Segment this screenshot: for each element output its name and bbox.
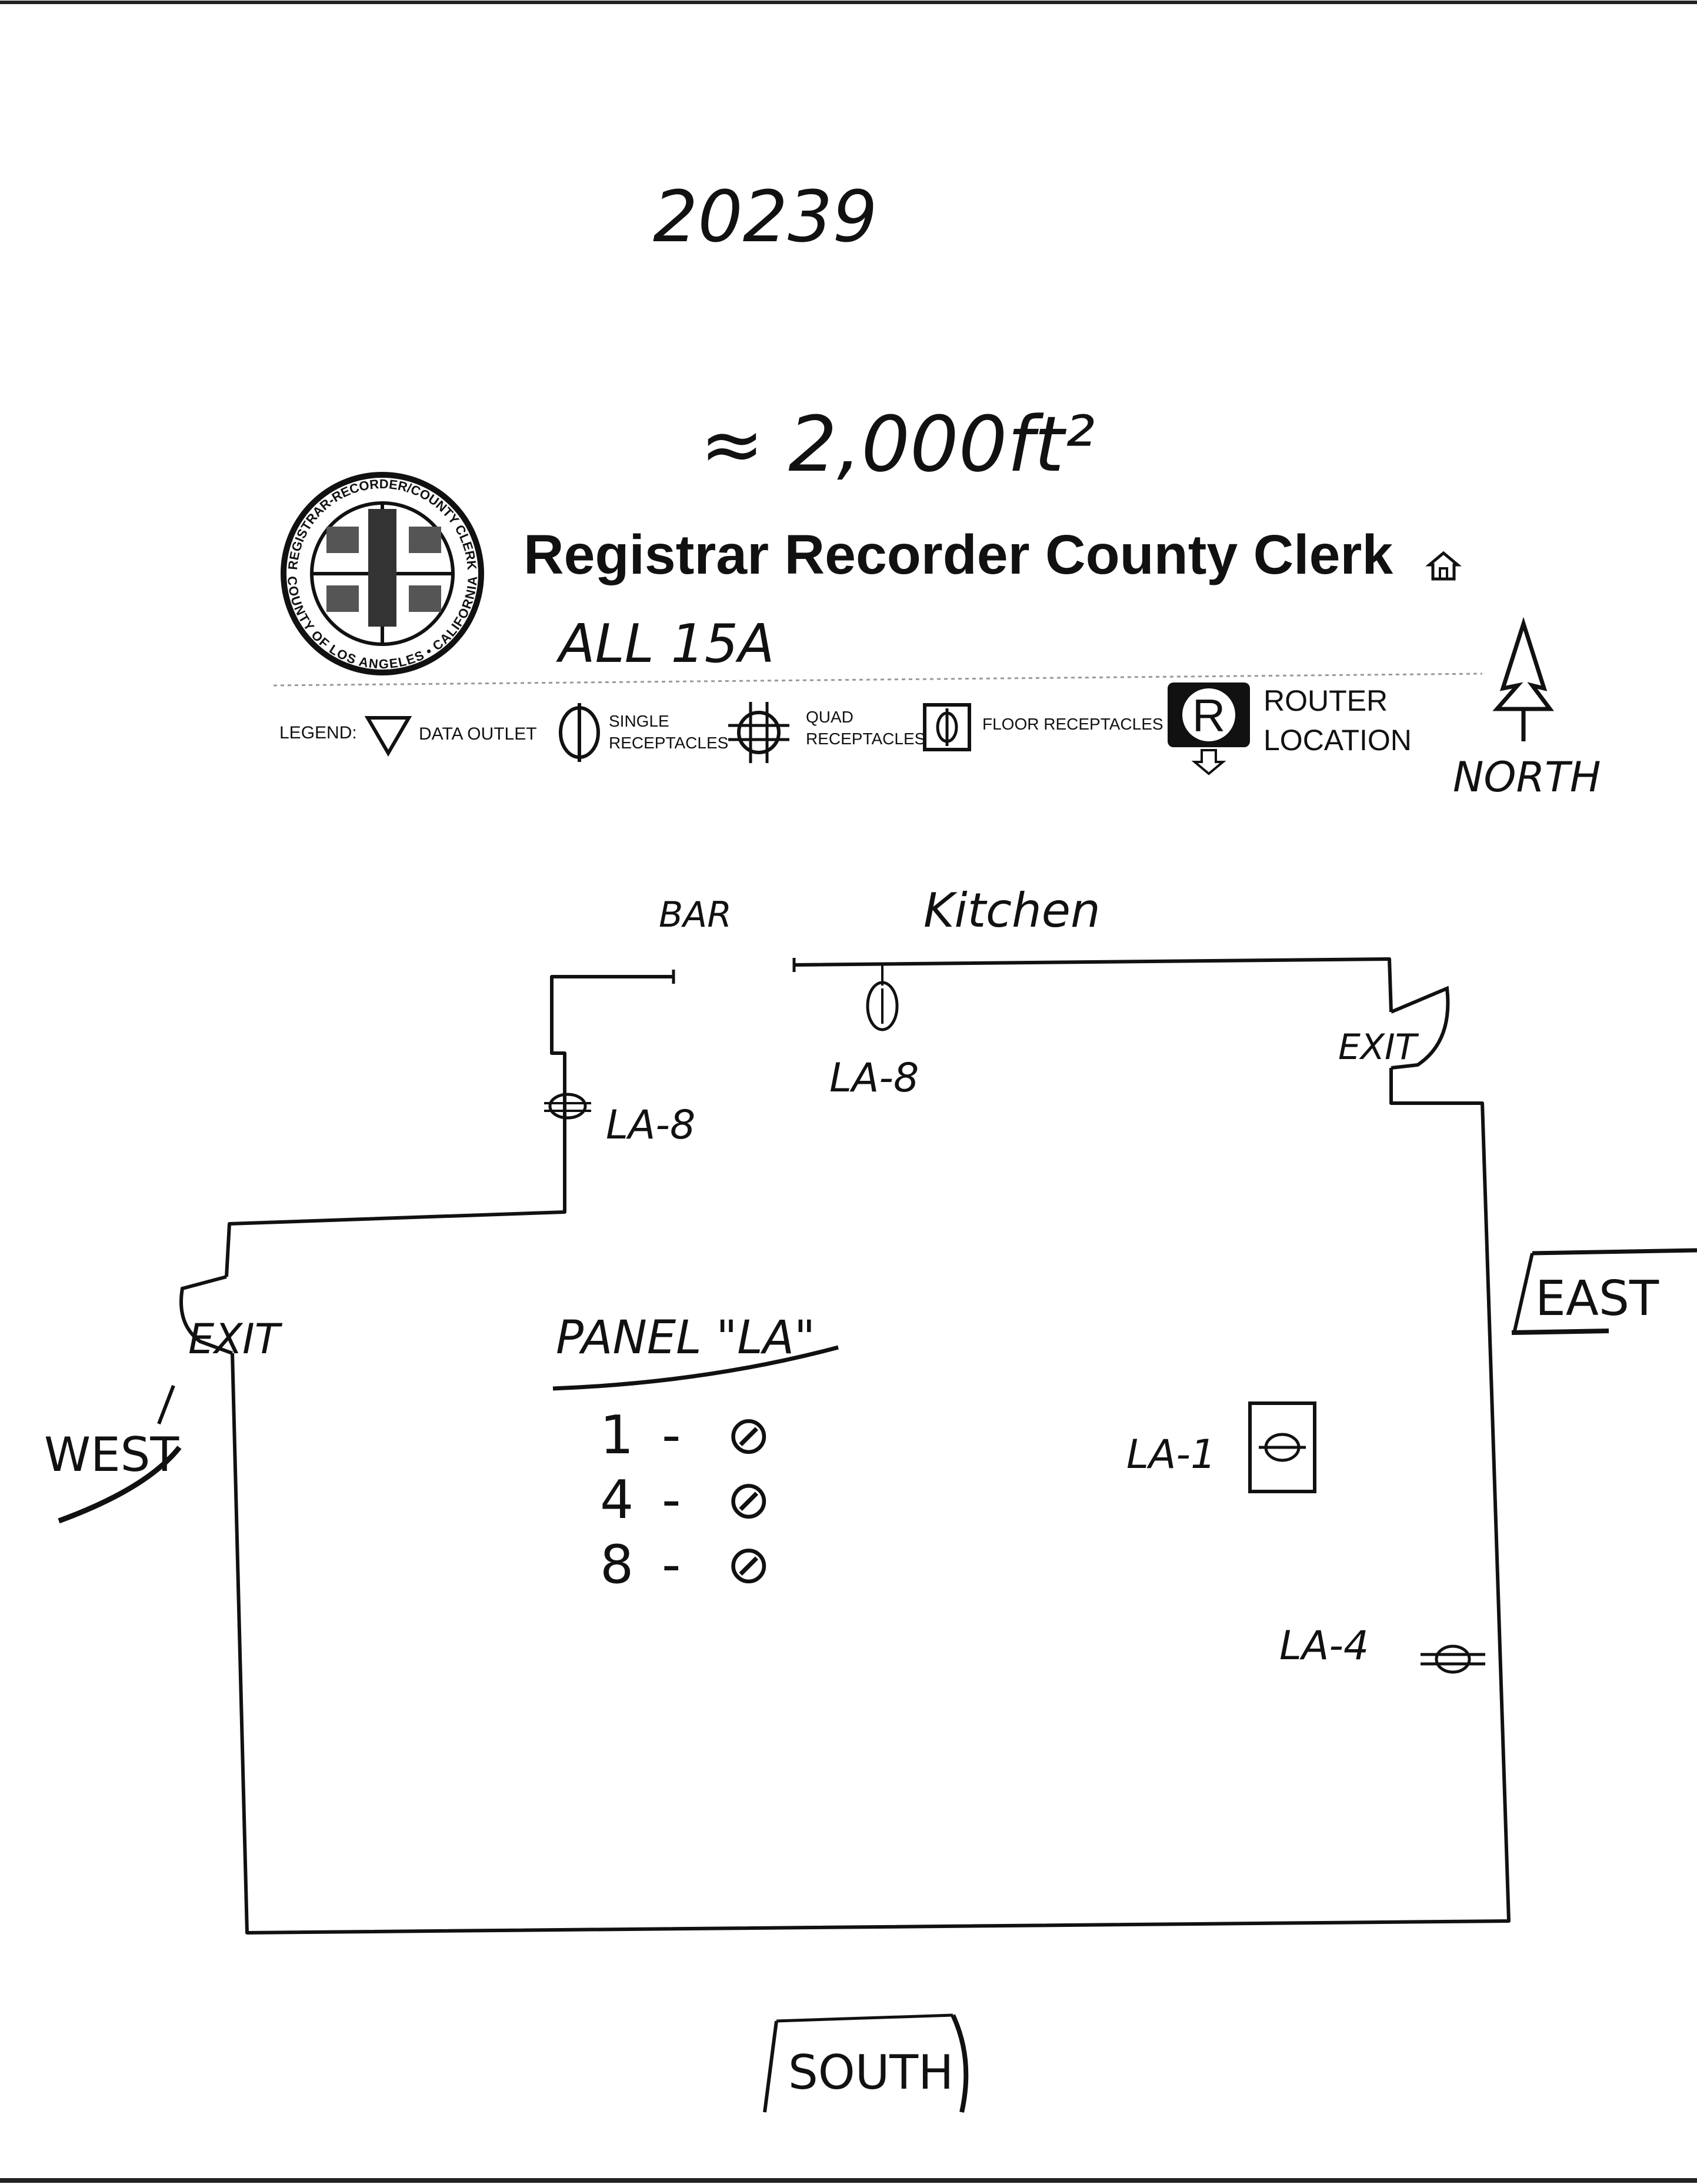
legend-single-line1: SINGLE — [609, 712, 669, 730]
exit-label-west: EXIT — [188, 1315, 283, 1363]
legend-single-line2: RECEPTACLES — [609, 734, 728, 752]
legend: LEGEND: DATA OUTLET SINGLE RECEPTACLES Q… — [279, 682, 1412, 775]
all-15a-note: ALL 15A — [556, 613, 775, 675]
panel-title: PANEL "LA" — [556, 1311, 815, 1364]
home-icon — [1425, 551, 1462, 581]
bar-label: BAR — [659, 894, 732, 935]
south-label-box: SOUTH — [763, 2013, 969, 2113]
north-label: NORTH — [1453, 753, 1601, 801]
north-arrow-icon — [1492, 617, 1554, 741]
kitchen-label: Kitchen — [923, 883, 1101, 938]
east-label: EAST — [1535, 1271, 1659, 1327]
floor-plan-walls — [225, 957, 1511, 1935]
east-label-box: EAST — [1511, 1248, 1697, 1335]
circuit-symbol: ⊘ — [726, 1404, 771, 1466]
legend-router-line2: LOCATION — [1263, 724, 1412, 757]
panel-underline — [552, 1345, 839, 1391]
county-seal: REGISTRAR-RECORDER/COUNTY CLERK COUNTY O… — [281, 472, 484, 675]
floor-receptacle-icon — [923, 703, 971, 751]
outlet-label-top-center: LA-8 — [829, 1055, 919, 1101]
west-label: WEST — [44, 1427, 179, 1482]
ref-number: 20239 — [653, 177, 878, 258]
west-label-box: WEST — [44, 1384, 182, 1524]
circuit-symbol: ⊘ — [726, 1534, 771, 1596]
south-label: SOUTH — [788, 2045, 953, 2100]
router-icon: R — [1168, 682, 1250, 775]
area-note: ≈ 2,000ft² — [700, 399, 1095, 489]
circuit-num: 8 — [600, 1534, 634, 1596]
legend-data-outlet: DATA OUTLET — [419, 724, 537, 744]
exit-label-east: EXIT — [1338, 1027, 1419, 1068]
router-glyph: R — [1192, 690, 1225, 741]
page-title: Registrar Recorder County Clerk — [524, 524, 1393, 586]
legend-router-line1: ROUTER — [1263, 684, 1388, 717]
outlet-label-left-jog: LA-8 — [606, 1102, 695, 1148]
outlet-left-jog — [544, 1093, 591, 1120]
exit-door-west — [179, 1275, 234, 1355]
outlet-top-center — [866, 965, 899, 1031]
circuit-dash: - — [662, 1404, 681, 1466]
data-outlet-icon — [364, 716, 412, 757]
outlet-east-box — [1248, 1401, 1316, 1493]
circuit-dash: - — [662, 1534, 681, 1596]
circuit-num: 4 — [600, 1469, 634, 1531]
circuit-num: 1 — [600, 1404, 634, 1466]
legend-label: LEGEND: — [279, 723, 357, 743]
legend-divider — [273, 672, 1483, 687]
quad-receptacle-icon — [728, 702, 789, 763]
outlet-label-east-box: LA-1 — [1126, 1431, 1216, 1478]
legend-quad-line2: RECEPTACLES — [806, 730, 925, 748]
circuit-symbol: ⊘ — [726, 1469, 771, 1531]
legend-floor: FLOOR RECEPTACLES — [982, 715, 1163, 733]
legend-quad-line1: QUAD — [806, 708, 853, 726]
single-receptacle-icon — [559, 703, 600, 762]
outlet-label-east-lower: LA-4 — [1279, 1623, 1369, 1669]
circuit-dash: - — [662, 1469, 681, 1531]
exit-door-east — [1390, 986, 1450, 1070]
outlet-east-lower — [1421, 1644, 1485, 1674]
panel-circuit-list: 1 - ⊘ 4 - ⊘ 8 - ⊘ — [600, 1404, 771, 1596]
